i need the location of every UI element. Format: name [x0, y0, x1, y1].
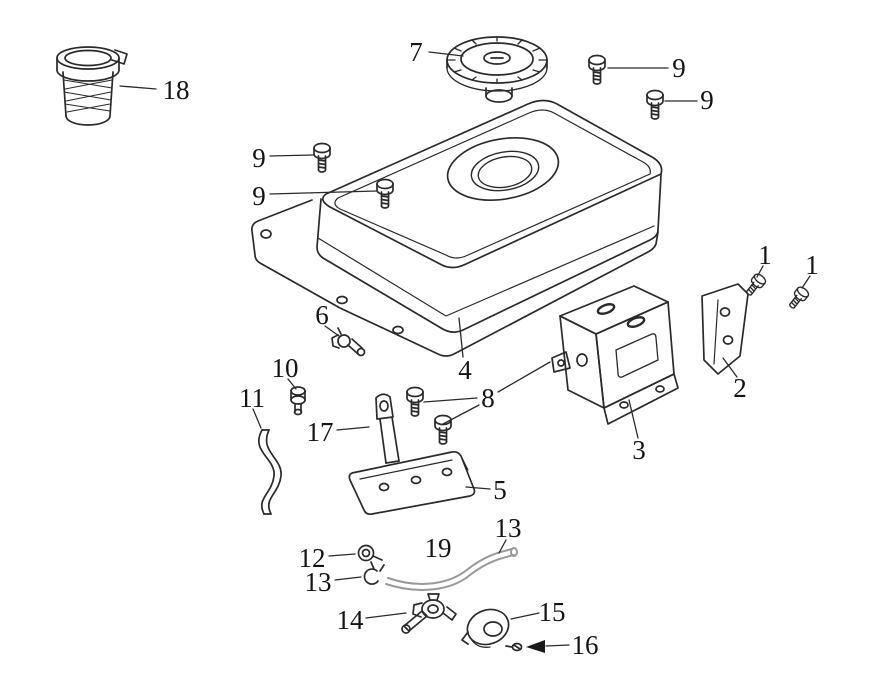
bolt-part-9-a: [588, 54, 606, 85]
callout-5: 5: [493, 475, 507, 505]
leader-7: [428, 51, 464, 57]
leader-15: [510, 612, 540, 620]
fuel-joint-part-6: [331, 327, 366, 357]
leader-11: [252, 408, 262, 429]
cup-part-15: [461, 608, 510, 648]
fuel-hose-part-11: [258, 429, 282, 515]
bracket-part-2: [701, 283, 749, 375]
arrow-16: [526, 640, 545, 653]
fuel-strainer-part-18: [56, 46, 128, 126]
hose-clip-part-13: [363, 561, 385, 585]
bracket-part-5: [348, 450, 476, 516]
callout-19: 19: [425, 533, 452, 563]
leader-18: [119, 85, 157, 90]
parts-linework: [56, 36, 811, 652]
leader-1-a: [756, 265, 764, 278]
callout-9-b: 9: [700, 85, 714, 115]
leader-16: [545, 644, 570, 647]
leader-4: [458, 317, 464, 358]
leader-lines: [119, 51, 811, 647]
bolt-part-8-b: [434, 414, 452, 445]
grommet-part-12: [357, 544, 383, 562]
callout-11: 11: [239, 383, 265, 413]
leader-8: [423, 361, 551, 425]
callout-18: 18: [163, 75, 190, 105]
leader-1-b: [801, 275, 811, 289]
screw-part-16: [505, 642, 523, 652]
bolt-part-8-a: [406, 386, 424, 417]
callout-10: 10: [272, 353, 299, 383]
leader-10: [287, 378, 297, 390]
callout-13-clip: 13: [305, 567, 332, 597]
bolt-part-1-a: [742, 271, 768, 299]
bolt-part-1-b: [785, 284, 811, 312]
callout-6: 6: [315, 300, 329, 330]
callout-labels: 18 7 9 9 9 9 1 1 2 3 4 6 8 10 11 17 5 12…: [163, 37, 819, 660]
fuel-tank-body-part-4: [316, 87, 663, 333]
fuel-petcock-part-14: [401, 593, 457, 634]
callout-16: 16: [572, 630, 599, 660]
callout-13-pipe: 13: [495, 513, 522, 543]
leader-17: [336, 426, 370, 431]
fuel-cap-part-7: [446, 36, 548, 92]
callout-8: 8: [481, 383, 495, 413]
callout-9-c: 9: [252, 143, 266, 173]
leader-9-c: [269, 154, 314, 157]
bolt-part-9-c: [313, 142, 331, 173]
leader-6: [324, 325, 340, 337]
callout-9-d: 9: [252, 181, 266, 211]
callout-14: 14: [337, 605, 365, 635]
callout-15: 15: [539, 597, 566, 627]
callout-1-a: 1: [758, 240, 772, 270]
bolt-part-9-b: [646, 89, 664, 120]
callout-3: 3: [632, 435, 646, 465]
callout-4: 4: [458, 355, 472, 385]
bolt-part-9-d: [376, 178, 394, 209]
callout-12: 12: [299, 543, 326, 573]
callout-7: 7: [409, 37, 423, 67]
callout-9-a: 9: [672, 53, 686, 83]
leader-13-pipe: [498, 539, 507, 554]
leader-12: [328, 553, 356, 557]
strap-part-17: [375, 393, 400, 464]
fuel-pipe-part-19: [385, 547, 518, 591]
fitting-part-10: [290, 386, 306, 416]
bracket-part-3: [551, 285, 679, 425]
leader-13-clip: [334, 576, 362, 581]
leader-2: [722, 357, 738, 378]
leader-9-d: [269, 190, 378, 195]
leader-5: [465, 486, 491, 490]
callout-1-b: 1: [805, 250, 819, 280]
tank-mounting-plate: [251, 199, 659, 357]
leader-3: [628, 399, 639, 439]
leader-14: [365, 612, 407, 619]
callout-2: 2: [733, 373, 747, 403]
callout-17: 17: [307, 417, 334, 447]
